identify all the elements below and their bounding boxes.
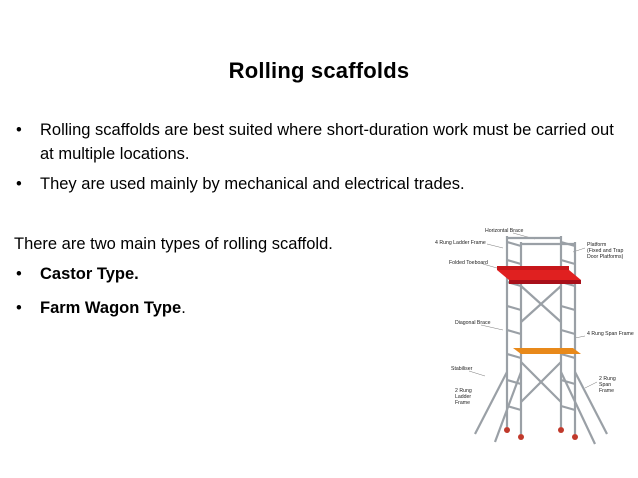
type-suffix: . <box>181 299 186 317</box>
bullet-list: • Rolling scaffolds are best suited wher… <box>14 118 614 202</box>
bullet-dot: • <box>16 175 22 193</box>
castor-wheels <box>504 427 578 440</box>
label-2-rung-span-frame: Frame <box>599 388 614 394</box>
bullet-dot: • <box>16 299 22 317</box>
label-platform: Platform <box>587 242 606 248</box>
type-item-farm-wagon: • Farm Wagon Type. <box>14 296 186 320</box>
bullet-dot: • <box>16 265 22 283</box>
label-folded-toeboard: Folded Toeboard <box>449 260 488 266</box>
label-2-rung-ladder-frame: 2 Rung <box>455 388 472 394</box>
bullet-dot: • <box>16 121 22 139</box>
mid-platform <box>513 348 581 354</box>
type-item-castor: • Castor Type. <box>14 262 186 286</box>
slide-title: Rolling scaffolds <box>228 58 410 83</box>
toeboard <box>497 266 569 270</box>
label-2-rung-ladder-frame: Ladder <box>455 394 471 400</box>
label-4-rung-ladder-frame: 4 Rung Ladder Frame <box>435 240 486 246</box>
toeboard <box>509 280 581 284</box>
label-horizontal-brace: Horizontal Brace <box>485 228 523 234</box>
type-name: Castor Type. <box>40 265 139 283</box>
label-platform: Door Platforms) <box>587 254 624 260</box>
bullet-item: • They are used mainly by mechanical and… <box>14 172 614 196</box>
label-2-rung-ladder-frame: Frame <box>455 400 470 406</box>
bullet-text: Rolling scaffolds are best suited where … <box>40 121 614 163</box>
label-platform: (Fixed and Trap <box>587 248 623 254</box>
bullet-item: • Rolling scaffolds are best suited wher… <box>14 118 614 166</box>
top-platform <box>497 270 581 280</box>
bullet-text: They are used mainly by mechanical and e… <box>40 175 465 193</box>
type-name: Farm Wagon Type <box>40 299 182 317</box>
label-2-rung-span-frame: Span <box>599 382 611 388</box>
label-2-rung-span-frame: 2 Rung <box>599 376 616 382</box>
types-intro: There are two main types of rolling scaf… <box>14 235 333 253</box>
types-list: • Castor Type. • Farm Wagon Type. <box>14 262 186 330</box>
scaffold-diagram: Horizontal Brace 4 Rung Ladder Frame Fol… <box>435 228 634 445</box>
label-4-rung-span-frame: 4 Rung Span Frame <box>587 331 634 337</box>
label-diagonal-brace: Diagonal Brace <box>455 320 491 326</box>
label-stabiliser: Stabiliser <box>451 366 473 372</box>
